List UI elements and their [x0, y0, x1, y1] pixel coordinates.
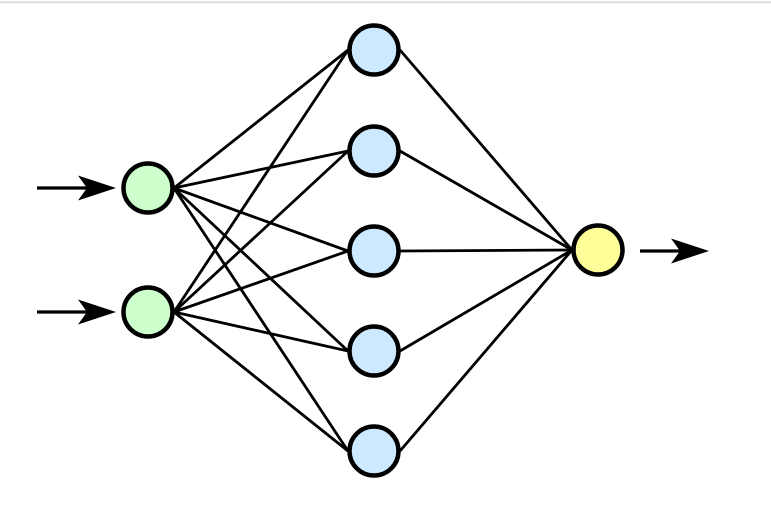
- edge-i1-h2: [173, 149, 349, 190]
- input-arrow-2: [37, 299, 116, 325]
- edge-i2-h3: [173, 249, 349, 314]
- edge-h4-o1: [399, 248, 573, 353]
- hidden-node-h3: [347, 224, 401, 278]
- hidden-node-h2: [347, 124, 401, 178]
- input-node-i1: [121, 161, 175, 215]
- input-arrow-1: [37, 175, 116, 201]
- hidden-node-h4: [347, 324, 401, 378]
- edge-h2-o1: [399, 149, 573, 252]
- edge-i2-h2: [173, 149, 349, 314]
- input-arrow-1-head-icon: [78, 175, 116, 201]
- hidden-node-h5: [347, 424, 401, 478]
- edge-h5-o1: [398, 249, 574, 452]
- edge-h1-o1: [398, 49, 574, 251]
- edge-i2-h4: [173, 310, 349, 353]
- top-border-line: [0, 1, 771, 4]
- edge-i1-h3: [173, 186, 349, 253]
- hidden-node-h1: [347, 23, 401, 77]
- edge-h3-o1: [399, 248, 573, 253]
- input-arrow-2-head-icon: [78, 299, 116, 325]
- output-node-o1: [571, 223, 625, 277]
- input-node-i2: [121, 285, 175, 339]
- edge-i2-h5: [173, 310, 349, 453]
- edge-i1-h1: [173, 48, 349, 190]
- edge-i2-h1: [172, 49, 350, 313]
- output-arrow: [640, 238, 709, 264]
- edge-i1-h4: [173, 186, 349, 353]
- edge-i1-h5: [172, 187, 350, 452]
- output-arrow-head-icon: [671, 238, 709, 264]
